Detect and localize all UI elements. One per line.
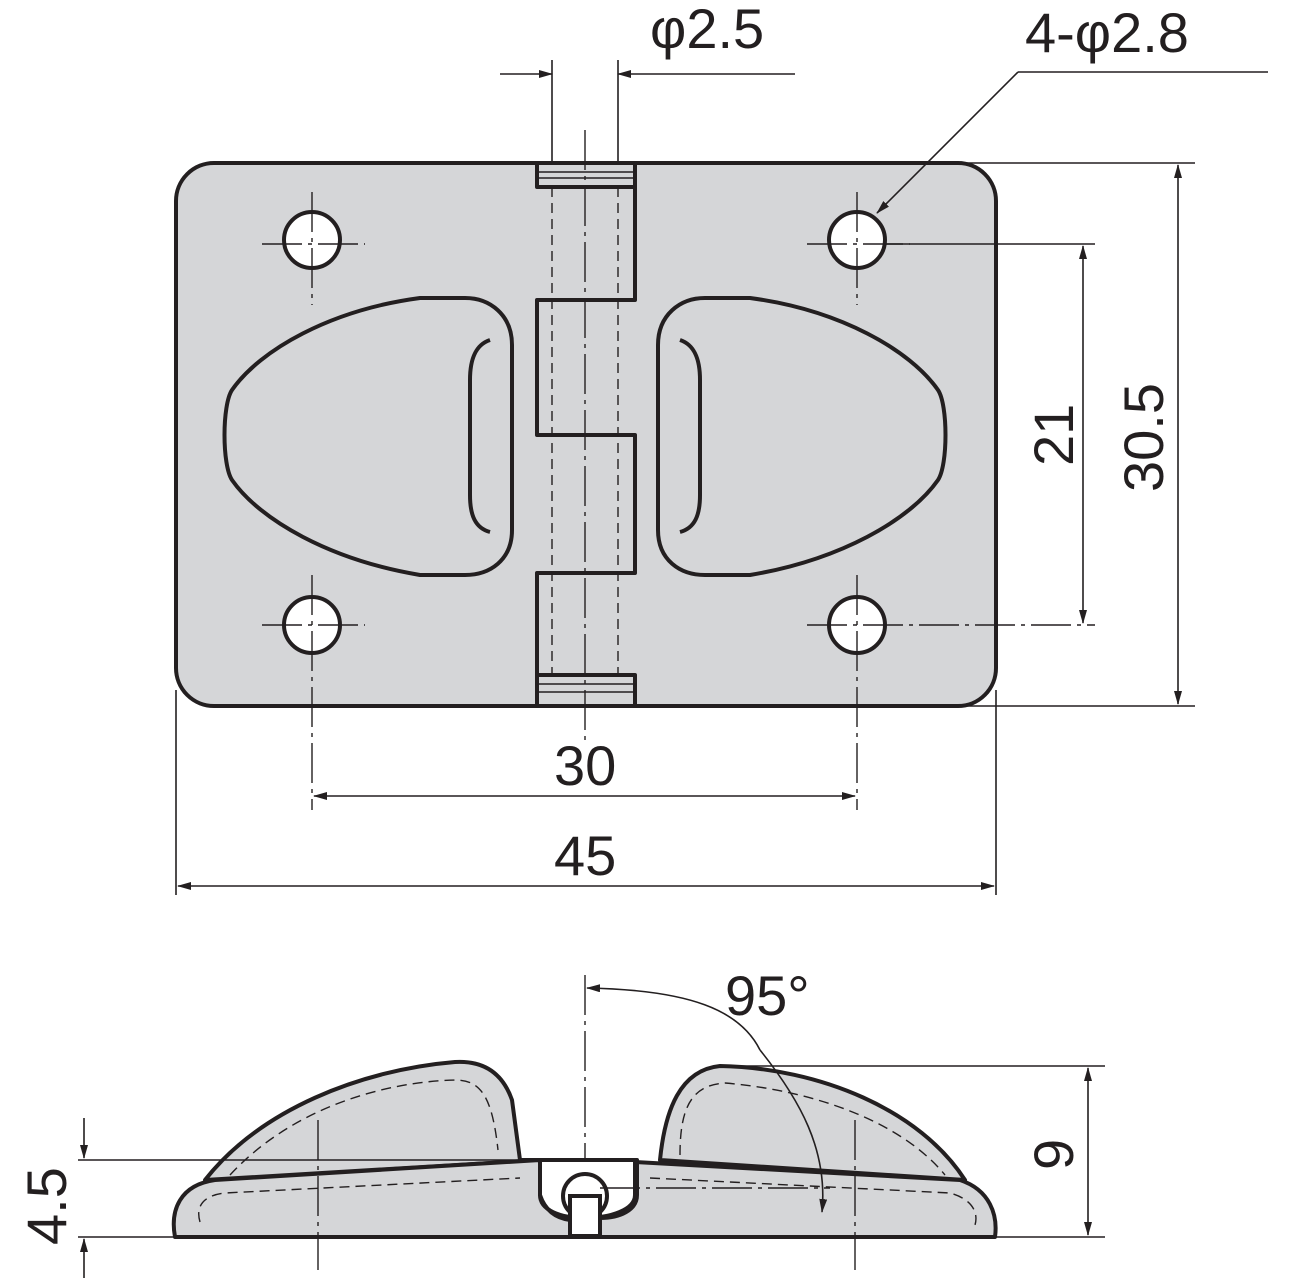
left-grip xyxy=(222,296,514,577)
pin xyxy=(568,1194,602,1238)
knuckle-outline xyxy=(535,163,637,706)
right-grip-inner xyxy=(679,338,702,534)
height-label: 30.5 xyxy=(1112,383,1175,492)
thickness-label: 4.5 xyxy=(15,1167,78,1245)
right-leaf-raised xyxy=(658,1064,967,1182)
mounting-holes xyxy=(262,192,1095,810)
hole-pitch-vertical-label: 21 xyxy=(1022,404,1085,466)
hole-diameter-label: 4-φ2.8 xyxy=(1025,1,1189,64)
right-grip xyxy=(656,296,948,577)
left-leaf-raised xyxy=(203,1059,542,1182)
open-angle-label: 95° xyxy=(725,964,810,1027)
left-grip-inner xyxy=(468,338,491,534)
dimension-lines xyxy=(175,60,1268,895)
top-view: φ2.5 4-φ2.8 21 30.5 30 45 xyxy=(174,0,1268,895)
side-view: 95° 9 4.5 xyxy=(15,964,1105,1278)
raised-height-label: 9 xyxy=(1022,1139,1085,1170)
hole-pitch-horizontal-label: 30 xyxy=(554,734,616,797)
width-label: 45 xyxy=(554,824,616,887)
knuckle-side xyxy=(538,1158,639,1222)
pin-diameter-label: φ2.5 xyxy=(650,0,764,60)
